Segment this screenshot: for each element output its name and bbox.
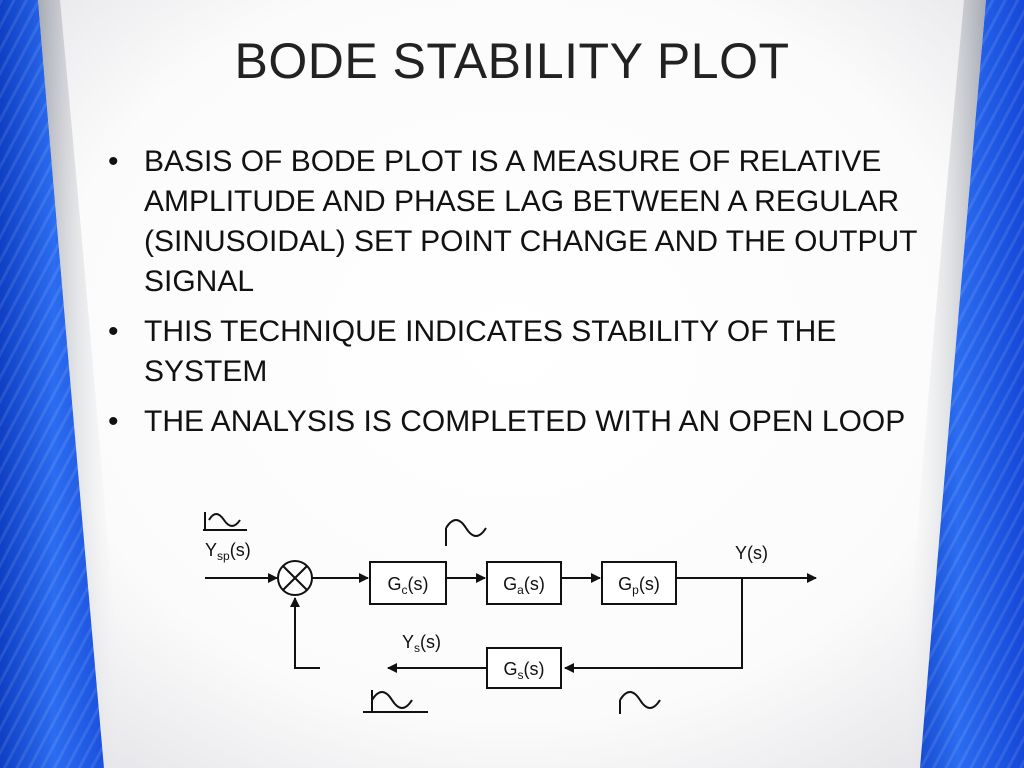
feedback-return-line xyxy=(290,597,320,669)
bullet-text: BASIS OF BODE PLOT IS A MEASURE OF RELAT… xyxy=(144,145,917,298)
bullet-item: • THIS TECHNIQUE INDICATES STABILITY OF … xyxy=(106,312,926,392)
output-label: Y(s) xyxy=(735,543,768,563)
sine-wave-icon xyxy=(203,512,247,531)
input-label: Ysp(s) xyxy=(205,540,251,563)
svg-text:Gc(s): Gc(s) xyxy=(387,574,428,597)
svg-text:Ga(s): Ga(s) xyxy=(503,574,545,597)
block-actuator: Ga(s) xyxy=(486,561,562,605)
feedback-label: Ys(s) xyxy=(402,632,441,655)
bullet-dot: • xyxy=(108,405,119,438)
svg-text:Gs(s): Gs(s) xyxy=(503,659,544,682)
bullet-item: • BASIS OF BODE PLOT IS A MEASURE OF REL… xyxy=(106,142,926,302)
sine-wave-icon xyxy=(445,519,487,546)
summing-junction xyxy=(277,560,313,596)
slide-title: BODE STABILITY PLOT xyxy=(234,33,790,89)
bullet-list: • BASIS OF BODE PLOT IS A MEASURE OF REL… xyxy=(106,142,926,452)
bullet-dot: • xyxy=(108,145,119,178)
block-process: Gp(s) xyxy=(601,561,677,605)
block-controller: Gc(s) xyxy=(369,561,447,605)
svg-text:Gp(s): Gp(s) xyxy=(618,574,660,597)
block-sensor: Gs(s) xyxy=(486,647,562,689)
bullet-text: THE ANALYSIS IS COMPLETED WITH AN OPEN L… xyxy=(144,405,906,438)
sine-wave-icon xyxy=(363,690,428,713)
bullet-text: THIS TECHNIQUE INDICATES STABILITY OF TH… xyxy=(144,315,837,388)
bullet-item: • THE ANALYSIS IS COMPLETED WITH AN OPEN… xyxy=(106,402,926,442)
bullet-dot: • xyxy=(108,315,119,348)
feedback-line xyxy=(564,578,743,673)
sine-wave-icon xyxy=(619,691,661,714)
